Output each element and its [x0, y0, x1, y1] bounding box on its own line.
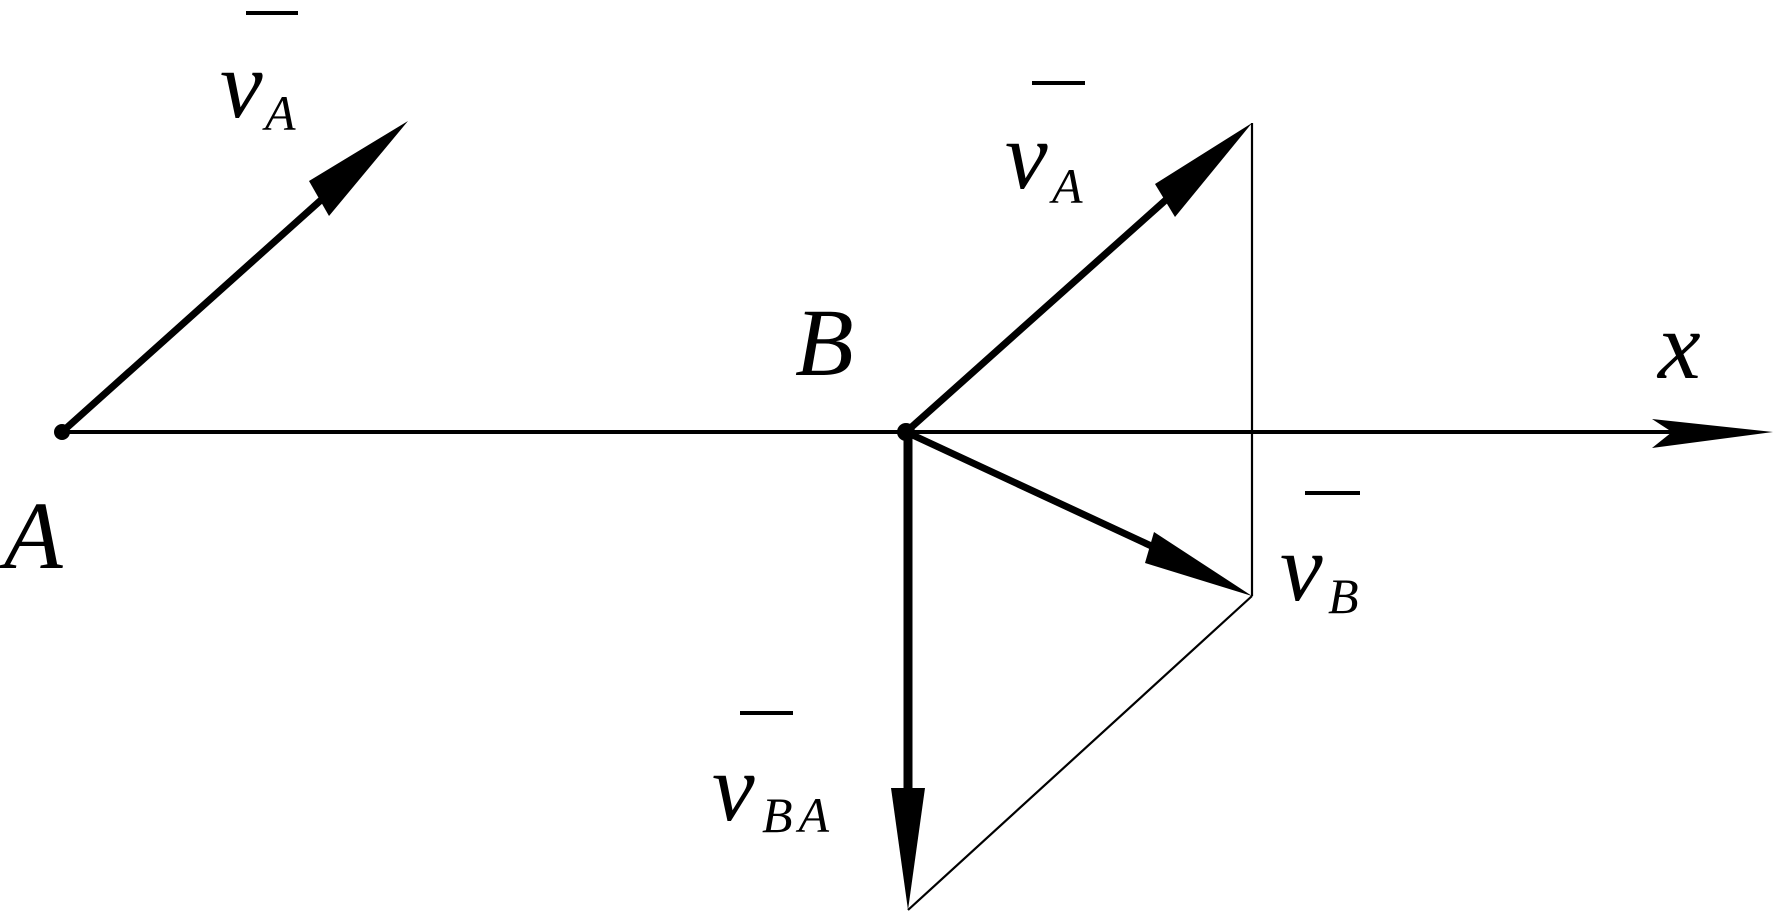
- vector-va-at-b-arrowhead: [1155, 123, 1252, 217]
- va-at-a-subscript: A: [262, 85, 296, 141]
- x-axis-arrowhead: [1652, 419, 1773, 448]
- vba-symbol: v: [712, 734, 755, 841]
- va-at-a-symbol: v: [220, 31, 263, 138]
- vector-va-at-b-shaft: [903, 178, 1190, 435]
- vector-va-at-a-shaft: [59, 180, 343, 435]
- point-b-dot: [897, 423, 915, 441]
- vector-vb-shaft: [904, 428, 1162, 554]
- vb-symbol: v: [1280, 514, 1323, 621]
- va-at-b-symbol: v: [1005, 102, 1048, 209]
- point-b-label: B: [795, 289, 854, 396]
- vb-subscript: B: [1328, 568, 1359, 624]
- vba-subscript: BA: [762, 787, 835, 843]
- vector-vb-arrowhead: [1145, 532, 1252, 596]
- va-at-b-subscript: A: [1049, 158, 1083, 214]
- point-a-label: A: [0, 482, 63, 589]
- vector-vba-arrowhead: [891, 788, 925, 910]
- construction-line-diagonal: [907, 595, 1253, 911]
- point-a-dot: [54, 424, 70, 440]
- x-axis-label: x: [1656, 292, 1701, 399]
- vector-va-at-a-arrowhead: [309, 121, 408, 216]
